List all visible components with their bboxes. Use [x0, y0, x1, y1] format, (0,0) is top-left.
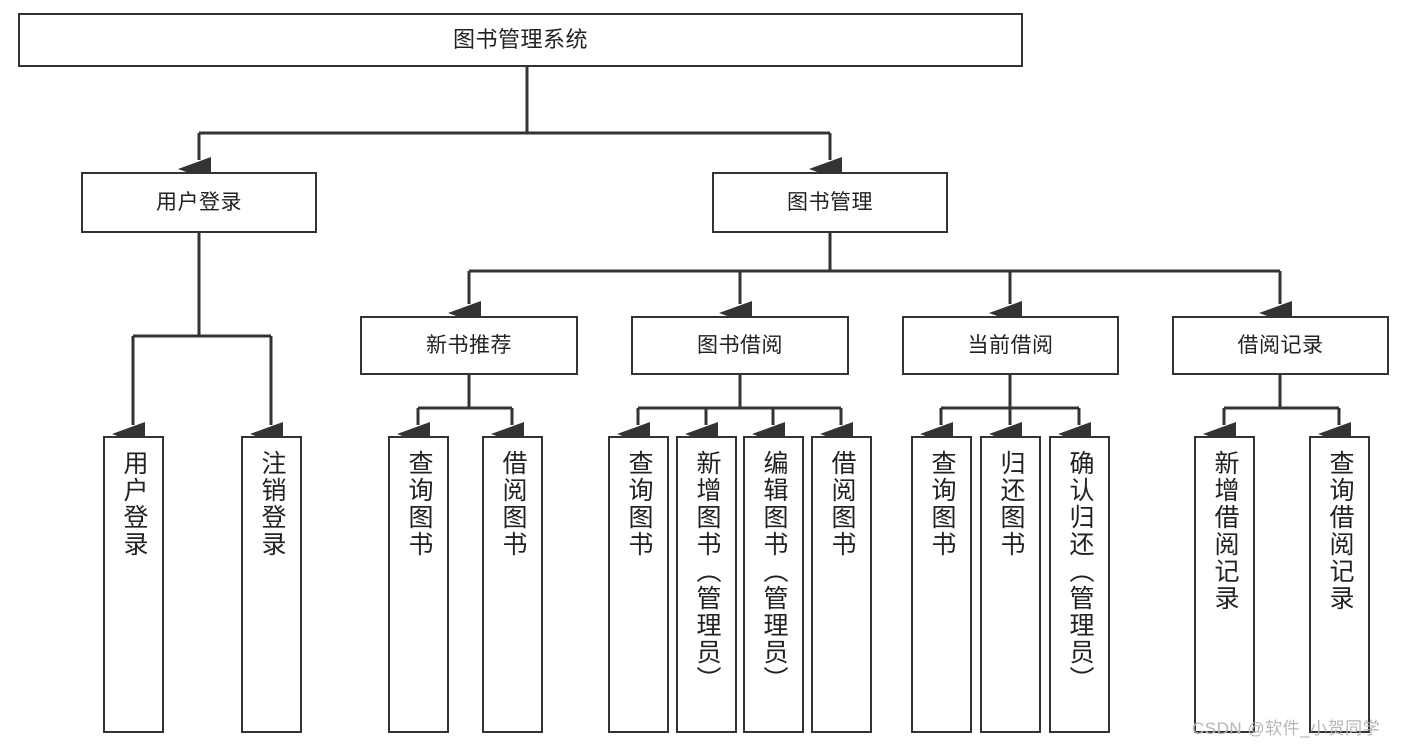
node-book-borrow-label: 图书借阅 — [697, 333, 783, 357]
node-borrow-record[interactable]: 借阅记录 — [1172, 316, 1389, 375]
leaf-logout-label: 注销登录 — [258, 450, 286, 558]
node-current-borrow[interactable]: 当前借阅 — [902, 316, 1119, 375]
node-new-book-rec-label: 新书推荐 — [426, 333, 512, 357]
leaf-edit-book[interactable]: 编辑图书（管理员） — [743, 436, 804, 733]
leaf-borrow-book-2[interactable]: 借阅图书 — [811, 436, 872, 733]
leaf-add-book[interactable]: 新增图书（管理员） — [676, 436, 737, 733]
leaf-query-book-2-label: 查询图书 — [625, 450, 653, 558]
leaf-borrow-book-1-label: 借阅图书 — [499, 450, 527, 558]
node-root[interactable]: 图书管理系统 — [18, 13, 1023, 67]
node-user-login[interactable]: 用户登录 — [81, 172, 317, 233]
leaf-query-book-1-label: 查询图书 — [405, 450, 433, 558]
node-book-manage-label: 图书管理 — [787, 190, 873, 214]
node-book-borrow[interactable]: 图书借阅 — [631, 316, 849, 375]
leaf-confirm-return[interactable]: 确认归还（管理员） — [1049, 436, 1110, 733]
leaf-user-login[interactable]: 用户登录 — [103, 436, 164, 733]
leaf-edit-book-label: 编辑图书（管理员） — [760, 450, 788, 693]
leaf-query-record-label: 查询借阅记录 — [1326, 450, 1354, 612]
node-root-label: 图书管理系统 — [452, 26, 588, 52]
leaf-add-book-label: 新增图书（管理员） — [693, 450, 721, 693]
watermark: CSDN @软件_小贺同学 — [1192, 719, 1381, 738]
leaf-return-book-label: 归还图书 — [997, 450, 1025, 558]
node-new-book-rec[interactable]: 新书推荐 — [360, 316, 578, 375]
leaf-user-login-label: 用户登录 — [120, 450, 148, 558]
leaf-confirm-return-label: 确认归还（管理员） — [1066, 450, 1094, 693]
leaf-borrow-book-2-label: 借阅图书 — [828, 450, 856, 558]
leaf-query-book-2[interactable]: 查询图书 — [608, 436, 669, 733]
leaf-return-book[interactable]: 归还图书 — [980, 436, 1041, 733]
leaf-borrow-book-1[interactable]: 借阅图书 — [482, 436, 543, 733]
leaf-add-record-label: 新增借阅记录 — [1211, 450, 1239, 612]
node-book-manage[interactable]: 图书管理 — [712, 172, 948, 233]
leaf-query-record[interactable]: 查询借阅记录 — [1309, 436, 1370, 733]
node-borrow-record-label: 借阅记录 — [1237, 333, 1324, 357]
leaf-query-book-1[interactable]: 查询图书 — [388, 436, 449, 733]
leaf-logout[interactable]: 注销登录 — [241, 436, 302, 733]
leaf-query-book-3[interactable]: 查询图书 — [911, 436, 972, 733]
leaf-query-book-3-label: 查询图书 — [928, 450, 956, 558]
leaf-add-record[interactable]: 新增借阅记录 — [1194, 436, 1255, 733]
node-current-borrow-label: 当前借阅 — [967, 333, 1054, 357]
node-user-login-label: 用户登录 — [156, 190, 242, 214]
